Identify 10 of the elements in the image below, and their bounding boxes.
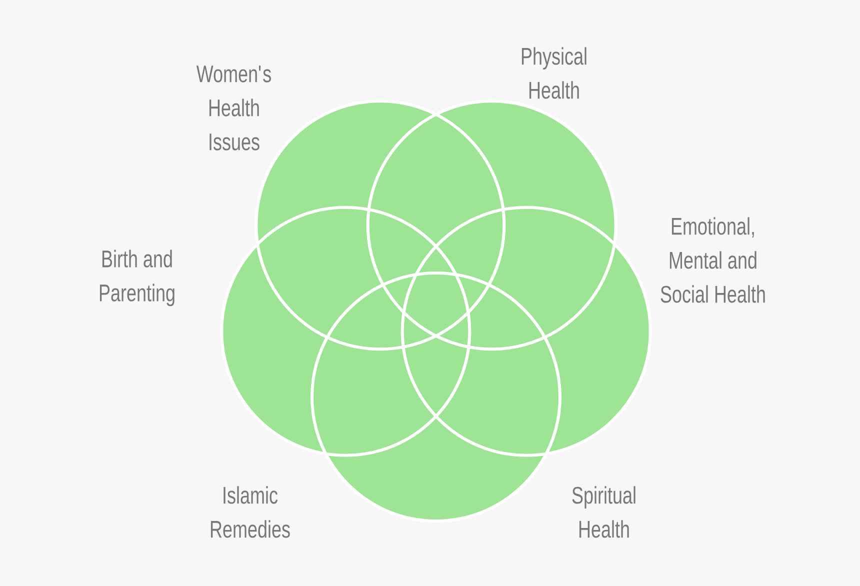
venn-circle bbox=[366, 100, 618, 351]
circle-label: Spiritual Health bbox=[572, 486, 636, 538]
circle-label: Physical Health bbox=[522, 47, 586, 99]
circle-label: Birth and Parenting bbox=[100, 250, 174, 306]
circle-label: Women's Health Issues bbox=[196, 66, 271, 150]
circle-label: Emotional, Mental and Social Health bbox=[660, 217, 765, 303]
circle-label: Islamic Remedies bbox=[210, 486, 290, 538]
venn-circle bbox=[220, 206, 472, 457]
venn-circle bbox=[400, 206, 652, 457]
venn-circle bbox=[310, 272, 562, 522]
